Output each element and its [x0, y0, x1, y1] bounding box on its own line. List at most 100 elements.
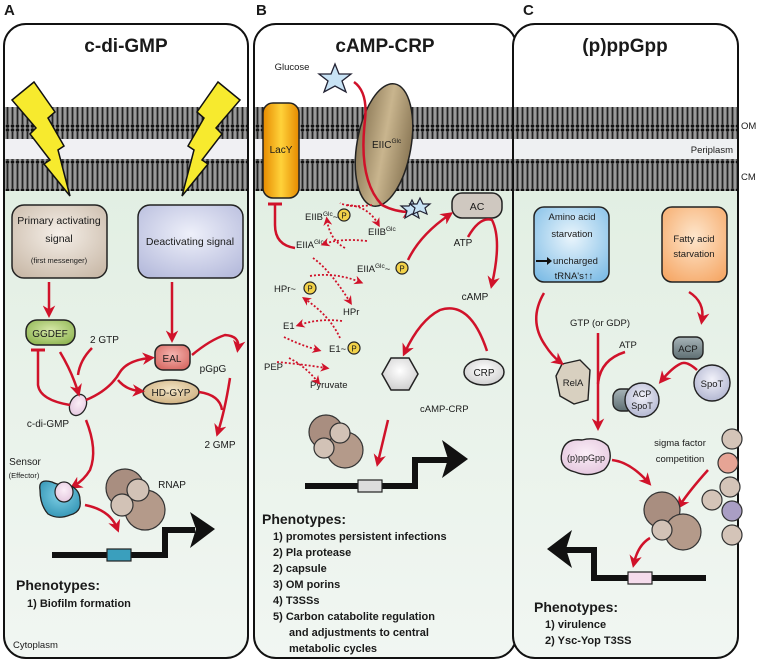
pyruvate-label: Pyruvate — [310, 380, 348, 391]
phosphate-label: P — [399, 265, 404, 274]
panel-a-title: c-di-GMP — [84, 36, 168, 57]
phosphate-icon — [337, 208, 351, 222]
eiia-p-label: EIIAGlc~ — [357, 263, 391, 275]
phenotype-item: 2) Ysc-Yop T3SS — [545, 635, 631, 647]
eiic-transporter — [354, 83, 414, 207]
eiib-label: EIIBGlc — [368, 226, 396, 238]
pts-phosphorelay-arrows — [276, 202, 380, 385]
panel-letter-c: C — [523, 2, 534, 19]
glucose-star-icon — [317, 62, 353, 94]
camp-label: cAMP — [462, 292, 489, 303]
gmp-label: 2 GMP — [204, 440, 235, 451]
periplasm-label: Periplasm — [691, 145, 733, 156]
acp-spot-label: SpoT — [631, 401, 653, 411]
ac-label: AC — [470, 201, 485, 213]
spot-label: SpoT — [701, 379, 724, 390]
c-di-gmp-molecule — [68, 393, 88, 417]
pathway-arrows-a — [31, 333, 246, 533]
sigma-factor-pool — [701, 428, 743, 546]
eal-node — [154, 344, 191, 371]
phosphate-icon — [303, 281, 317, 295]
fatty-acid-label: starvation — [673, 249, 714, 260]
sigma-factor-label: competition — [656, 454, 705, 465]
acp-spot-label: ACP — [633, 389, 652, 399]
phenotypes-title: Phenotypes: — [534, 599, 618, 615]
eiib-p-label: EIIBGlc~ — [305, 211, 339, 223]
sigma-factor — [721, 428, 743, 450]
camp-crp-complex — [381, 357, 419, 391]
eiic-label: EIICGlc — [372, 138, 402, 151]
rela-label: RelA — [563, 378, 584, 389]
rnap-complex — [105, 468, 166, 531]
effector-label: (Effector) — [9, 471, 40, 480]
primary-signal-label: Primary activating — [17, 215, 101, 227]
phenotype-item: 3) OM porins — [273, 579, 340, 591]
c-di-gmp-bound — [54, 481, 74, 503]
sensor-label: Sensor — [9, 457, 41, 468]
amino-acid-starvation-box — [533, 206, 610, 283]
primary-activating-signal-box — [11, 204, 108, 279]
promoter-box — [106, 548, 132, 562]
spot-node — [693, 364, 731, 402]
phosphate-icon — [347, 341, 361, 355]
lightning-icon — [181, 80, 242, 197]
pep-label: PEP — [264, 362, 283, 373]
panel-b-title: cAMP-CRP — [335, 36, 435, 57]
inner-membrane — [4, 159, 248, 191]
phenotype-item: 1) promotes persistent infections — [273, 531, 447, 543]
lacy-inhibition-line — [273, 204, 296, 250]
phenotype-item: 5) Carbon catabolite regulation — [273, 611, 435, 623]
right-arrow-head — [547, 257, 552, 265]
sigma-factor — [721, 524, 743, 546]
camp-crp-label: cAMP-CRP — [420, 404, 469, 415]
lacy-label: LacY — [270, 145, 293, 156]
phenotypes-title: Phenotypes: — [16, 577, 100, 593]
promoter-box — [627, 571, 653, 585]
phenotype-item: 1) Biofilm formation — [27, 598, 131, 610]
phosphate-label: P — [351, 345, 356, 354]
acp-spot-complex — [624, 382, 660, 418]
lightning-icon — [10, 80, 71, 197]
deactivating-signal-box — [137, 204, 244, 279]
primary-signal-label: signal — [45, 233, 72, 245]
glucose-transport-arrow — [353, 80, 415, 219]
cytoplasm-label: Cytoplasm — [13, 640, 58, 651]
transcription-arrow-icon — [190, 512, 215, 548]
inner-membrane — [513, 159, 738, 191]
hd-gyp-label: HD-GYP — [152, 388, 191, 399]
amino-acid-label: Amino acid — [549, 212, 596, 223]
glucose-6p-star-icon — [408, 196, 432, 216]
phosphate-label: P — [341, 212, 346, 221]
rnap-complex — [308, 414, 364, 469]
sigma-factor — [721, 500, 743, 522]
ppgpp-molecule — [560, 438, 611, 476]
outer-membrane — [513, 107, 738, 139]
eal-label: EAL — [163, 354, 182, 365]
phenotype-item: 2) Pla protease — [273, 547, 351, 559]
ppgpp-label: (p)ppGpp — [567, 453, 605, 463]
deactivating-signal-label: Deactivating signal — [146, 236, 234, 248]
gtp-label: 2 GTP — [90, 335, 119, 346]
e1-label: E1 — [283, 321, 295, 332]
panel-letter-b: B — [256, 2, 267, 19]
phenotypes-title: Phenotypes: — [262, 511, 346, 527]
eiia-label: EIIAGlc — [296, 239, 324, 251]
lacy-transporter — [262, 102, 300, 199]
rnap-label: RNAP — [158, 480, 186, 491]
crp-node — [463, 358, 505, 386]
amino-acid-label: starvation — [551, 229, 592, 240]
om-label: OM — [741, 121, 756, 132]
c-di-gmp-label: c-di-GMP — [27, 419, 70, 430]
phenotype-item: 2) capsule — [273, 563, 327, 575]
rnap-complex — [643, 491, 702, 551]
adenylate-cyclase-node — [451, 192, 503, 219]
hpr-label: HPr — [343, 307, 359, 318]
crp-label: CRP — [473, 368, 494, 379]
panel-letter-a: A — [4, 2, 15, 19]
promoter-box — [357, 479, 383, 493]
phosphate-icon — [395, 261, 409, 275]
periplasm — [4, 139, 248, 159]
phenotype-item: metabolic cycles — [289, 643, 377, 655]
ggdef-node — [25, 319, 76, 346]
